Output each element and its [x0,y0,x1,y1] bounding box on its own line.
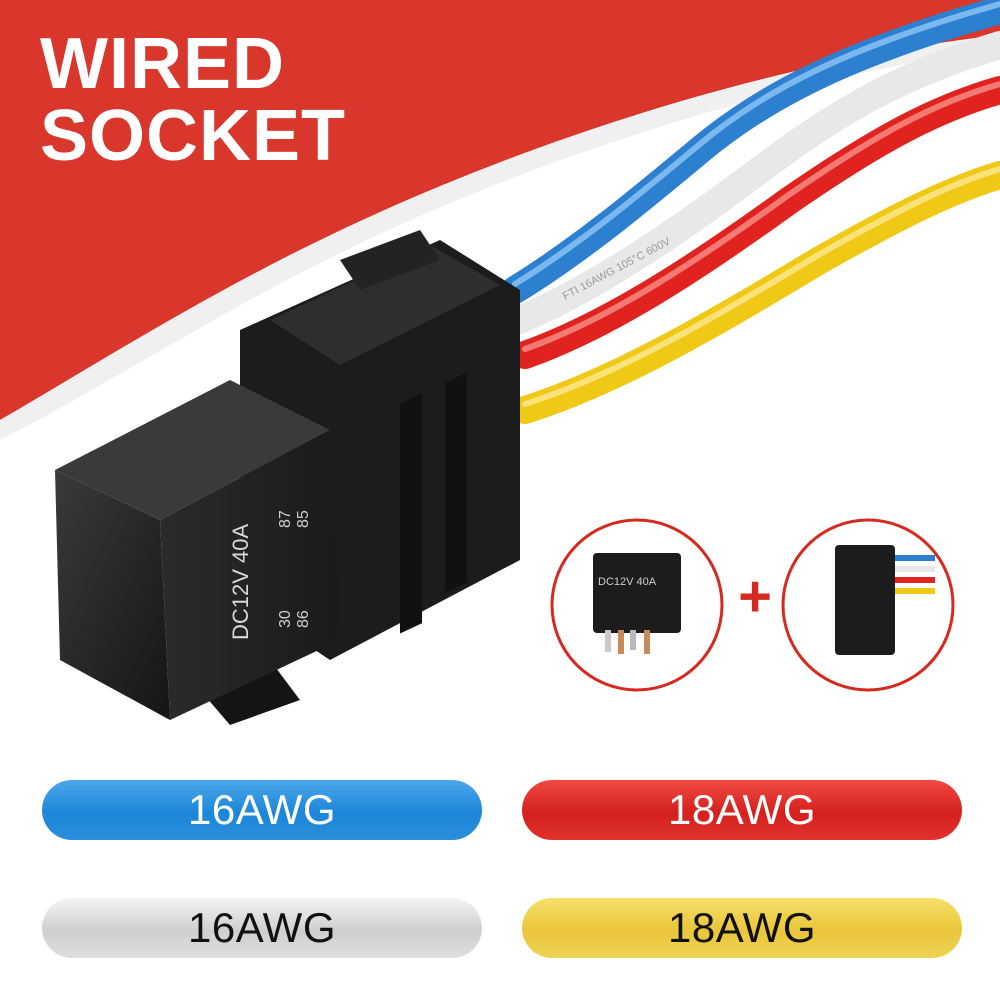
wire-yellow-highlight [522,166,1000,407]
legend-18awg-red: 18AWG [522,780,962,840]
relay-inset [550,518,724,692]
wire-red [511,76,1000,369]
red-banner [0,0,1000,420]
wire-yellow [511,161,1000,424]
relay-rating-text: DC12V 40A [228,523,253,640]
page-title: WIRED SOCKET [40,28,346,172]
title-line-1: WIRED [40,24,285,104]
socket-inset [781,518,955,692]
relay-pin-85: 85 [295,510,312,528]
relay-cube [55,380,340,720]
wire-blue-highlight [512,1,1000,287]
relay-pin-30: 30 [277,610,294,628]
title-line-2: SOCKET [40,96,347,176]
legend-16awg-blue: 16AWG [42,780,482,840]
plus-icon: + [738,564,772,629]
relay-pin-87: 87 [277,510,294,528]
legend-16awg-white: 16AWG [42,898,482,958]
legend-18awg-yellow: 18AWG [522,898,962,958]
relay-pin-86: 86 [295,610,312,628]
wire-red-highlight [522,81,1000,352]
wire-white [506,31,1000,334]
wires [501,0,1000,424]
wire-blue [501,0,1000,304]
inset-relay-text: DC12V 40A [598,576,657,588]
